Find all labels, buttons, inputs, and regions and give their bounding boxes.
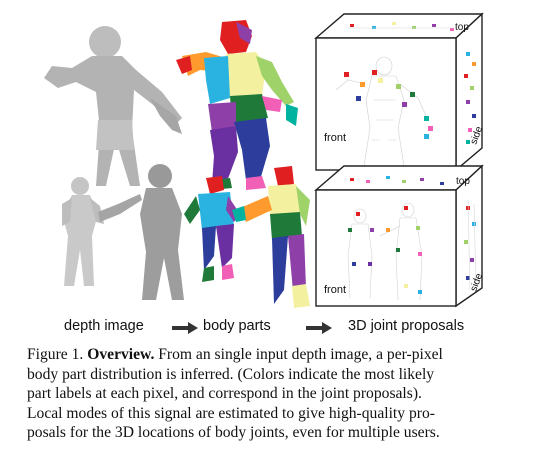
figure-label: Figure 1. xyxy=(27,346,84,363)
figure-caption: Figure 1. Overview. From an single input… xyxy=(27,345,509,443)
depth-image-two-users xyxy=(62,164,184,300)
side-view-joints-multi xyxy=(464,199,477,291)
arrow-right-icon xyxy=(172,322,198,334)
top-view-joints-multi xyxy=(350,176,444,185)
caption-line-5: posals for the 3D locations of body join… xyxy=(27,424,440,442)
caption-line-4: Local modes of this signal are estimated… xyxy=(27,404,435,422)
caption-line-3: part labels at each pixel, and correspon… xyxy=(27,385,422,403)
depth-image-single-user xyxy=(44,26,182,186)
front-view-label-bottom: front xyxy=(324,284,346,296)
top-view-joints-single xyxy=(346,22,458,31)
body-parts-label: body parts xyxy=(203,318,271,334)
body-parts-single-user xyxy=(176,20,298,190)
front-view-label-top: front xyxy=(324,132,346,144)
side-view-joints-single xyxy=(464,52,476,144)
joint-proposals-label: 3D joint proposals xyxy=(348,318,465,334)
overview-figure: front side top xyxy=(44,12,485,308)
arrow-right-icon xyxy=(306,322,332,334)
front-view-skeleton-multi xyxy=(347,202,423,301)
body-parts-two-users xyxy=(184,166,310,308)
caption-line-1-text: From an single input depth image, a per-… xyxy=(154,346,443,363)
joint-proposals-box-multi xyxy=(314,164,484,308)
top-view-label-bottom: top xyxy=(456,176,470,187)
depth-image-label: depth image xyxy=(64,318,144,334)
caption-line-2: body part distribution is inferred. (Col… xyxy=(27,365,435,383)
front-view-skeleton-single xyxy=(335,56,429,167)
figure-canvas: front side top xyxy=(44,12,485,308)
caption-bold-title: Overview. xyxy=(87,346,155,363)
front-view-joints-single xyxy=(344,70,433,139)
joint-proposals-box-single xyxy=(314,12,484,172)
front-view-joints-multi xyxy=(348,206,422,294)
caption-line-1: Figure 1. Overview. From an single input… xyxy=(27,345,509,365)
top-view-label-top: top xyxy=(455,22,469,33)
